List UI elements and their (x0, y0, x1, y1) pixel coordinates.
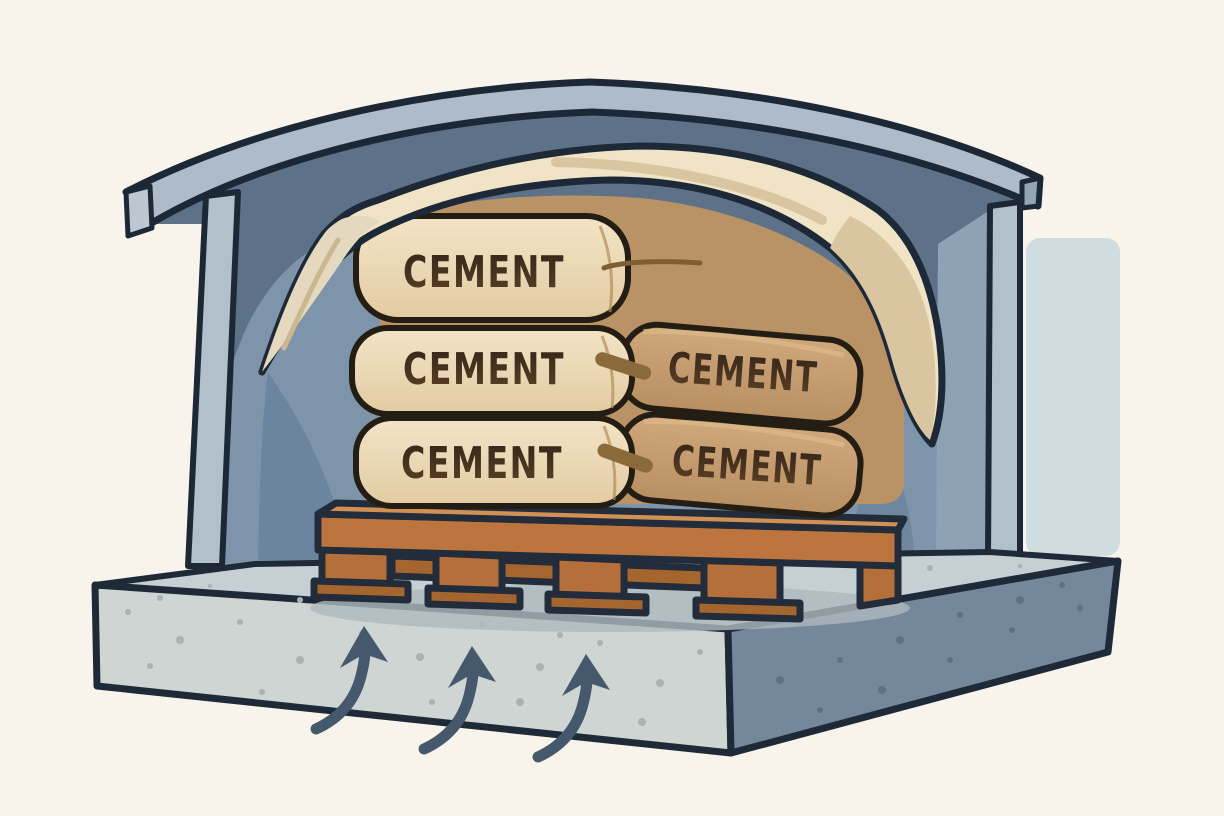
bag-label-row3-side: CEMENT (670, 436, 823, 495)
right-pillar (985, 199, 1023, 561)
bag-front-row3-fold (602, 425, 617, 501)
bag-tie-row2 (595, 352, 652, 380)
airflow-arrow-2 (418, 646, 496, 755)
tarp-crease-left (281, 237, 341, 351)
pallet-foot-board-2 (424, 584, 524, 611)
cement-bag-stack: CEMENT CEMENT CEMENT CEMENT CEMENT (349, 195, 904, 519)
platform-top-speckles (157, 564, 1022, 603)
pallet-deck-top (314, 499, 908, 534)
wall-lit-band (936, 210, 990, 558)
airflow-arrow-2-head (448, 646, 496, 688)
bag-side-row2-highlight (643, 328, 845, 358)
platform-right-face (724, 557, 1122, 757)
airflow-arrow-3 (532, 654, 610, 763)
tarp-fold-shade-right (830, 216, 936, 440)
bag-front-row1 (353, 213, 631, 323)
airflow-arrow-3-head (562, 654, 610, 696)
roof-fascia-left-cap (123, 183, 155, 239)
platform-side-speckles (776, 582, 1083, 713)
tarp (258, 142, 946, 448)
airflow-arrows (310, 626, 610, 763)
wooden-pallet (310, 499, 908, 623)
pallet-foot-board-3 (544, 590, 650, 617)
tarp-underside-left (262, 215, 380, 372)
bag-tie-row1 (601, 259, 703, 271)
pallet-foot-board-1 (310, 577, 412, 604)
bag-front-row2-fold (600, 335, 615, 409)
bag-label-row3-front: CEMENT (401, 438, 563, 489)
pallet-foot-board-4 (692, 596, 804, 623)
platform-front-speckles (125, 609, 703, 726)
bag-side-row3-highlight (643, 418, 845, 448)
bag-label-row2-side: CEMENT (666, 343, 819, 402)
bag-label-row2-front: CEMENT (403, 344, 565, 395)
airflow-arrow-1 (310, 626, 388, 735)
tarp-sheet (258, 142, 946, 448)
tarp-crease-top (551, 157, 827, 225)
bag-label-row1-front: CEMENT (403, 247, 565, 298)
roof (122, 78, 1044, 239)
airflow-arrow-1-head (340, 626, 388, 668)
bag-side-row2 (618, 321, 864, 427)
roof-fascia-right-cap (1019, 175, 1043, 211)
backdrop-panel (1026, 238, 1120, 556)
bag-tie-row3 (597, 443, 653, 473)
